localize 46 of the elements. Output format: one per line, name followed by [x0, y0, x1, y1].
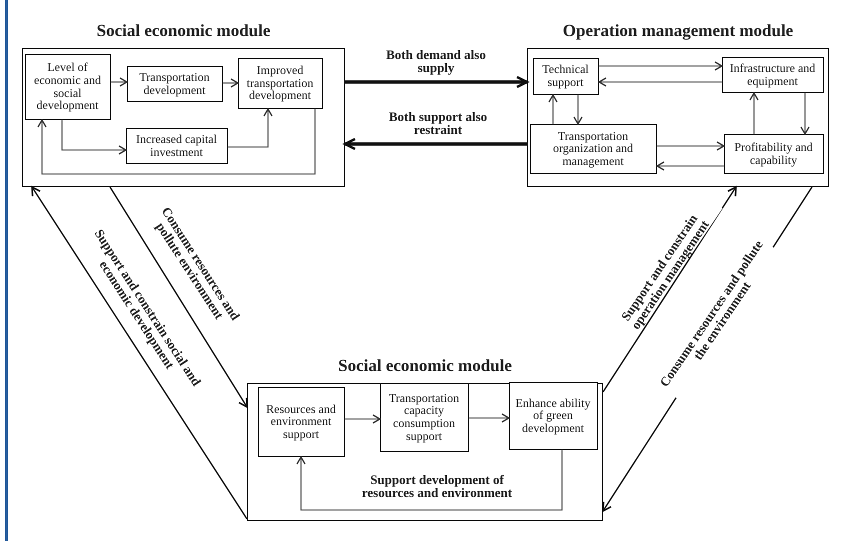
box-label: Improved transportation development [246, 64, 314, 102]
process-box [126, 128, 228, 164]
arrow [228, 108, 273, 148]
arrow [345, 76, 528, 88]
process-box [722, 56, 824, 92]
module-heading: Social economic module [338, 356, 512, 376]
arrow [656, 161, 724, 171]
box-label: Level of economic and social development [33, 61, 102, 112]
process-box [532, 58, 598, 94]
process-box [258, 386, 344, 456]
box-label: Transportation capacity consumption support [388, 392, 460, 442]
module-heading: Social economic module [96, 21, 270, 41]
box-label: Transportation organization and management [552, 130, 634, 168]
arrow [602, 186, 737, 392]
arrow [573, 95, 583, 125]
arrow [296, 450, 563, 511]
box-label: Enhance ability of green development [514, 396, 592, 434]
arrow [61, 120, 127, 155]
arrow [109, 186, 248, 408]
process-box [24, 54, 110, 120]
box-label: Technical support [541, 63, 590, 89]
box-label: Resources and environment support [265, 402, 337, 440]
process-box [380, 382, 468, 452]
arrow [223, 78, 239, 88]
process-box [508, 382, 598, 450]
process-box [530, 124, 656, 174]
arrow [344, 138, 527, 150]
box-label: Infrastructure and equipment [728, 62, 816, 88]
arrow [111, 77, 128, 87]
process-box [126, 66, 222, 102]
arrow [469, 413, 510, 423]
arrow [598, 77, 722, 87]
process-box [724, 134, 824, 174]
box-label: Increased capital investment [135, 132, 218, 158]
arrow [800, 93, 810, 135]
module-heading: Operation management module [562, 21, 794, 41]
box-label: Profitability and capability [733, 140, 814, 166]
arrow [37, 109, 316, 175]
arrow [548, 94, 558, 124]
box-label: Transportation development [138, 70, 211, 96]
arrow [31, 186, 248, 520]
arrow [749, 92, 759, 134]
arrow [657, 141, 725, 151]
arrow [345, 414, 381, 424]
process-box [238, 58, 322, 108]
arrow [599, 61, 723, 71]
